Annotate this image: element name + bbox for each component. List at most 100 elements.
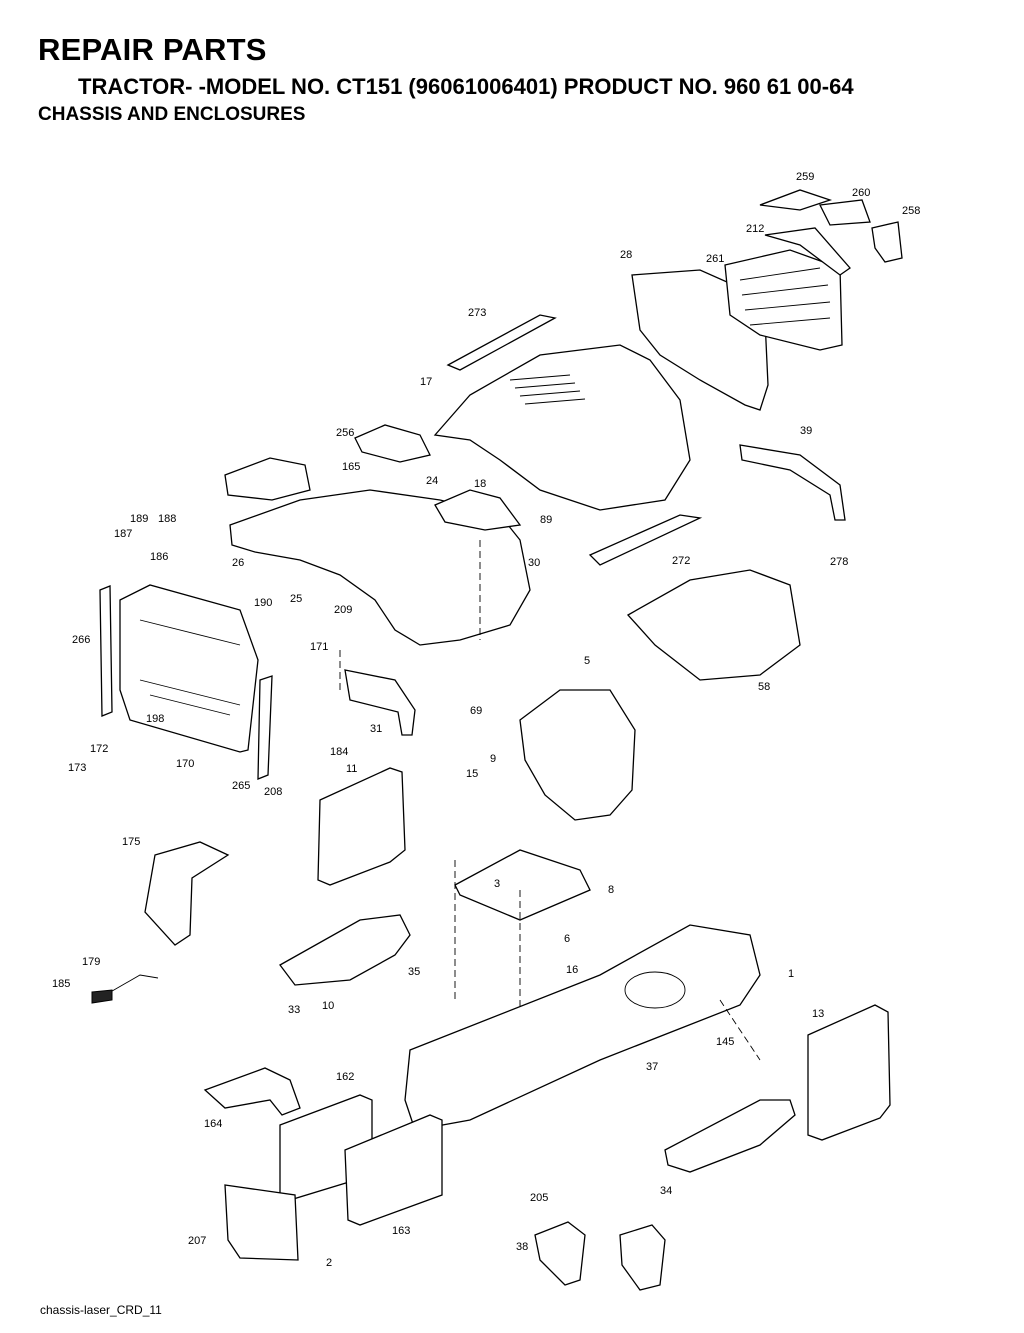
frame-cutout (624, 971, 686, 1009)
callout-207: 207 (188, 1235, 206, 1247)
strip-272-shape (588, 514, 703, 566)
callout-26: 26 (232, 557, 244, 569)
callout-3: 3 (494, 878, 500, 890)
shield-175-shape (144, 841, 230, 946)
callout-171: 171 (310, 641, 328, 653)
bracket-38a-shape (534, 1221, 586, 1286)
lens-260-shape (819, 199, 871, 226)
callout-11: 11 (346, 763, 357, 775)
steering-support-shape (519, 689, 636, 821)
callout-165: 165 (342, 461, 360, 473)
file-label: chassis-laser_CRD_11 (40, 1303, 162, 1317)
callout-209: 209 (334, 604, 352, 616)
seat-pan-165-shape (224, 457, 311, 501)
footrest-33-shape (279, 914, 411, 986)
callout-179: 179 (82, 956, 100, 968)
callout-58: 58 (758, 681, 770, 693)
callout-205: 205 (530, 1192, 548, 1204)
callout-6: 6 (564, 933, 570, 945)
callout-16: 16 (566, 964, 578, 976)
plate-6-shape (454, 849, 591, 921)
plate-11-shape (317, 767, 406, 886)
callout-186: 186 (150, 551, 168, 563)
lens-259-shape (759, 189, 833, 211)
hood-shape (433, 344, 691, 511)
callout-261: 261 (706, 253, 724, 265)
callout-1: 1 (788, 968, 794, 980)
hood-strip-shape (446, 314, 557, 371)
callout-272: 272 (672, 555, 690, 567)
callout-37: 37 (646, 1061, 658, 1073)
plate-163-shape (344, 1114, 443, 1226)
grille-slots (739, 267, 831, 326)
callout-260: 260 (852, 187, 870, 199)
callout-265: 265 (232, 780, 250, 792)
callout-28: 28 (620, 249, 632, 261)
lens-258-shape (871, 221, 903, 263)
callout-256: 256 (336, 427, 354, 439)
callout-145: 145 (716, 1036, 734, 1048)
callout-24: 24 (426, 475, 438, 487)
frame-shape (404, 924, 761, 1131)
callout-278: 278 (830, 556, 848, 568)
section-title: CHASSIS AND ENCLOSURES (38, 104, 306, 125)
callout-10: 10 (322, 1000, 334, 1012)
callout-13: 13 (812, 1008, 824, 1020)
model-subtitle: TRACTOR- -MODEL NO. CT151 (96061006401) … (78, 74, 854, 99)
knob-185-shape (91, 989, 113, 1004)
part-shapes (91, 189, 903, 1291)
bracket-31-shape (344, 669, 416, 736)
rear-fender-shape (229, 489, 531, 646)
bracket-38b-shape (619, 1224, 666, 1291)
callout-190: 190 (254, 597, 272, 609)
plate-13-shape (807, 1004, 891, 1141)
panel-58-shape (626, 569, 801, 681)
callout-258: 258 (902, 205, 920, 217)
callout-175: 175 (122, 836, 140, 848)
bracket-39-shape (739, 444, 846, 521)
callout-5: 5 (584, 655, 590, 667)
hood-vents (509, 374, 586, 405)
callout-259: 259 (796, 171, 814, 183)
bar-265-shape (257, 675, 273, 780)
callout-173: 173 (68, 762, 86, 774)
callout-9: 9 (490, 753, 496, 765)
bracket-164-shape (203, 1067, 301, 1116)
callout-34: 34 (660, 1185, 672, 1197)
callout-172: 172 (90, 743, 108, 755)
callout-69: 69 (470, 705, 482, 717)
pad-89-shape (434, 489, 522, 531)
callout-185: 185 (52, 978, 70, 990)
lever-179-shape (99, 974, 159, 999)
dashed-guides (339, 540, 761, 1061)
callout-30: 30 (528, 557, 540, 569)
callout-89: 89 (540, 514, 552, 526)
callout-187: 187 (114, 528, 132, 540)
callout-266: 266 (72, 634, 90, 646)
callout-184: 184 (330, 746, 348, 758)
callout-35: 35 (408, 966, 420, 978)
footrest-34-shape (664, 1099, 796, 1173)
callout-38: 38 (516, 1241, 528, 1253)
callout-170: 170 (176, 758, 194, 770)
callout-163: 163 (392, 1225, 410, 1237)
bar-266-shape (99, 585, 113, 717)
page-title: REPAIR PARTS (38, 32, 267, 67)
callout-8: 8 (608, 884, 614, 896)
dash-panel-inner (139, 619, 241, 716)
callout-2: 2 (326, 1257, 332, 1269)
callout-162: 162 (336, 1071, 354, 1083)
callout-18: 18 (474, 478, 486, 490)
callout-212: 212 (746, 223, 764, 235)
callout-208: 208 (264, 786, 282, 798)
callout-189: 189 (130, 513, 148, 525)
callout-273: 273 (468, 307, 486, 319)
dash-panel-shape (119, 584, 259, 753)
lens-212-shape (764, 227, 851, 276)
callout-31: 31 (370, 723, 382, 735)
callout-198: 198 (146, 713, 164, 725)
cover-256-shape (354, 424, 431, 463)
callout-33: 33 (288, 1004, 300, 1016)
callout-15: 15 (466, 768, 478, 780)
